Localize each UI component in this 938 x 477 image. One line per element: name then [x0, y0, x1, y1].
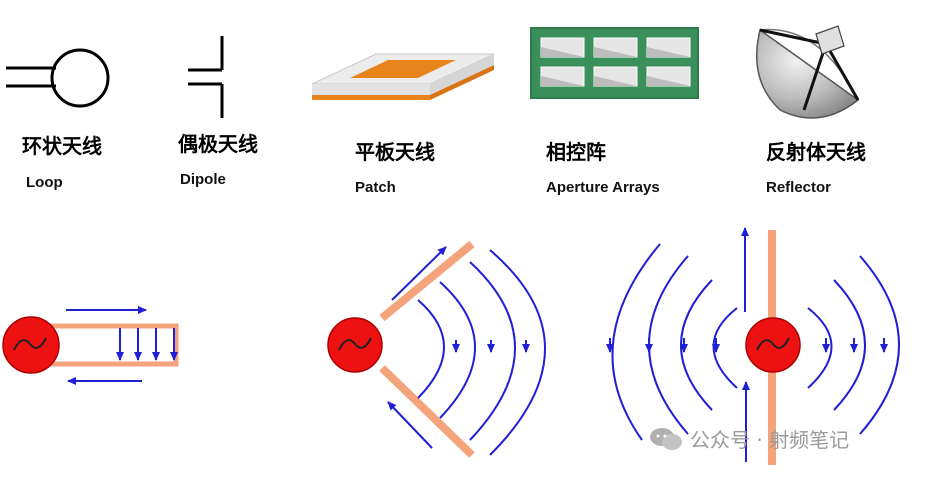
- vdipole-field-diagram: [327, 240, 546, 458]
- reflector-label-en: Reflector: [766, 179, 832, 196]
- loop-field-diagram: [2, 306, 179, 385]
- watermark: 公众号 · 射频笔记: [648, 424, 849, 453]
- dipole-label-en: Dipole: [180, 171, 226, 188]
- watermark-text: 公众号 · 射频笔记: [690, 428, 850, 452]
- reflector-label-zh: 反射体天线: [766, 140, 866, 164]
- patch-label-zh: 平板天线: [355, 140, 435, 164]
- loop-antenna-icon: [6, 48, 110, 108]
- patch-label-en: Patch: [355, 179, 396, 196]
- wechat-icon: [650, 427, 682, 450]
- patch-antenna-icon: [311, 53, 495, 100]
- aperture-array-icon: [530, 27, 699, 99]
- array-label-zh: 相控阵: [546, 140, 606, 164]
- dipole-label-zh: 偶极天线: [178, 132, 258, 156]
- loop-label-en: Loop: [26, 174, 63, 191]
- dipole-field-diagram: [606, 227, 900, 465]
- reflector-antenna-icon: [756, 25, 860, 119]
- array-label-en: Aperture Arrays: [546, 179, 660, 196]
- loop-label-zh: 环状天线: [22, 134, 102, 158]
- dipole-antenna-icon: [188, 36, 224, 118]
